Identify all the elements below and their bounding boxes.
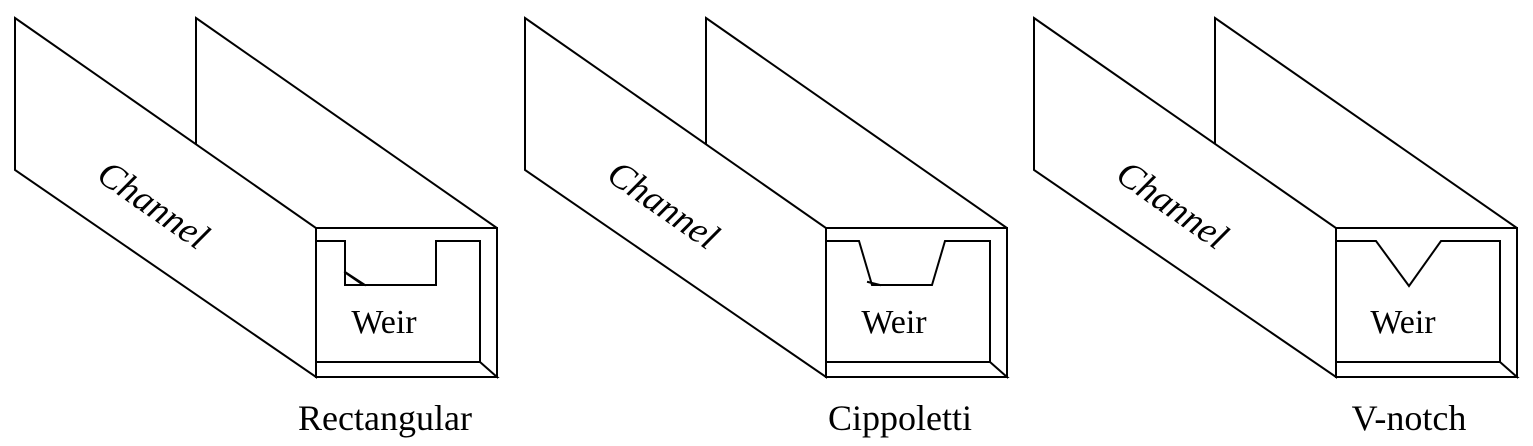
- notch-crest-edge: [343, 270, 367, 287]
- channel-floor: [825, 361, 1010, 378]
- weir-type-caption: Rectangular: [298, 398, 472, 438]
- weir-label: Weir: [1370, 304, 1436, 341]
- weir-type-caption: Cippoletti: [828, 398, 972, 438]
- notch-crest-edge: [866, 280, 882, 287]
- v-notch-weir-diagram: Channel Weir V-notch: [1033, 16, 1520, 438]
- weir-label: Weir: [351, 304, 417, 341]
- channel-floor: [315, 361, 500, 378]
- cippoletti-weir-diagram: Channel Weir Cippoletti: [524, 16, 1010, 438]
- weir-type-caption: V-notch: [1352, 398, 1467, 438]
- weir-label: Weir: [861, 304, 927, 341]
- rectangular-weir-diagram: Channel Weir Rectangular: [14, 16, 500, 438]
- channel-floor: [1335, 361, 1520, 378]
